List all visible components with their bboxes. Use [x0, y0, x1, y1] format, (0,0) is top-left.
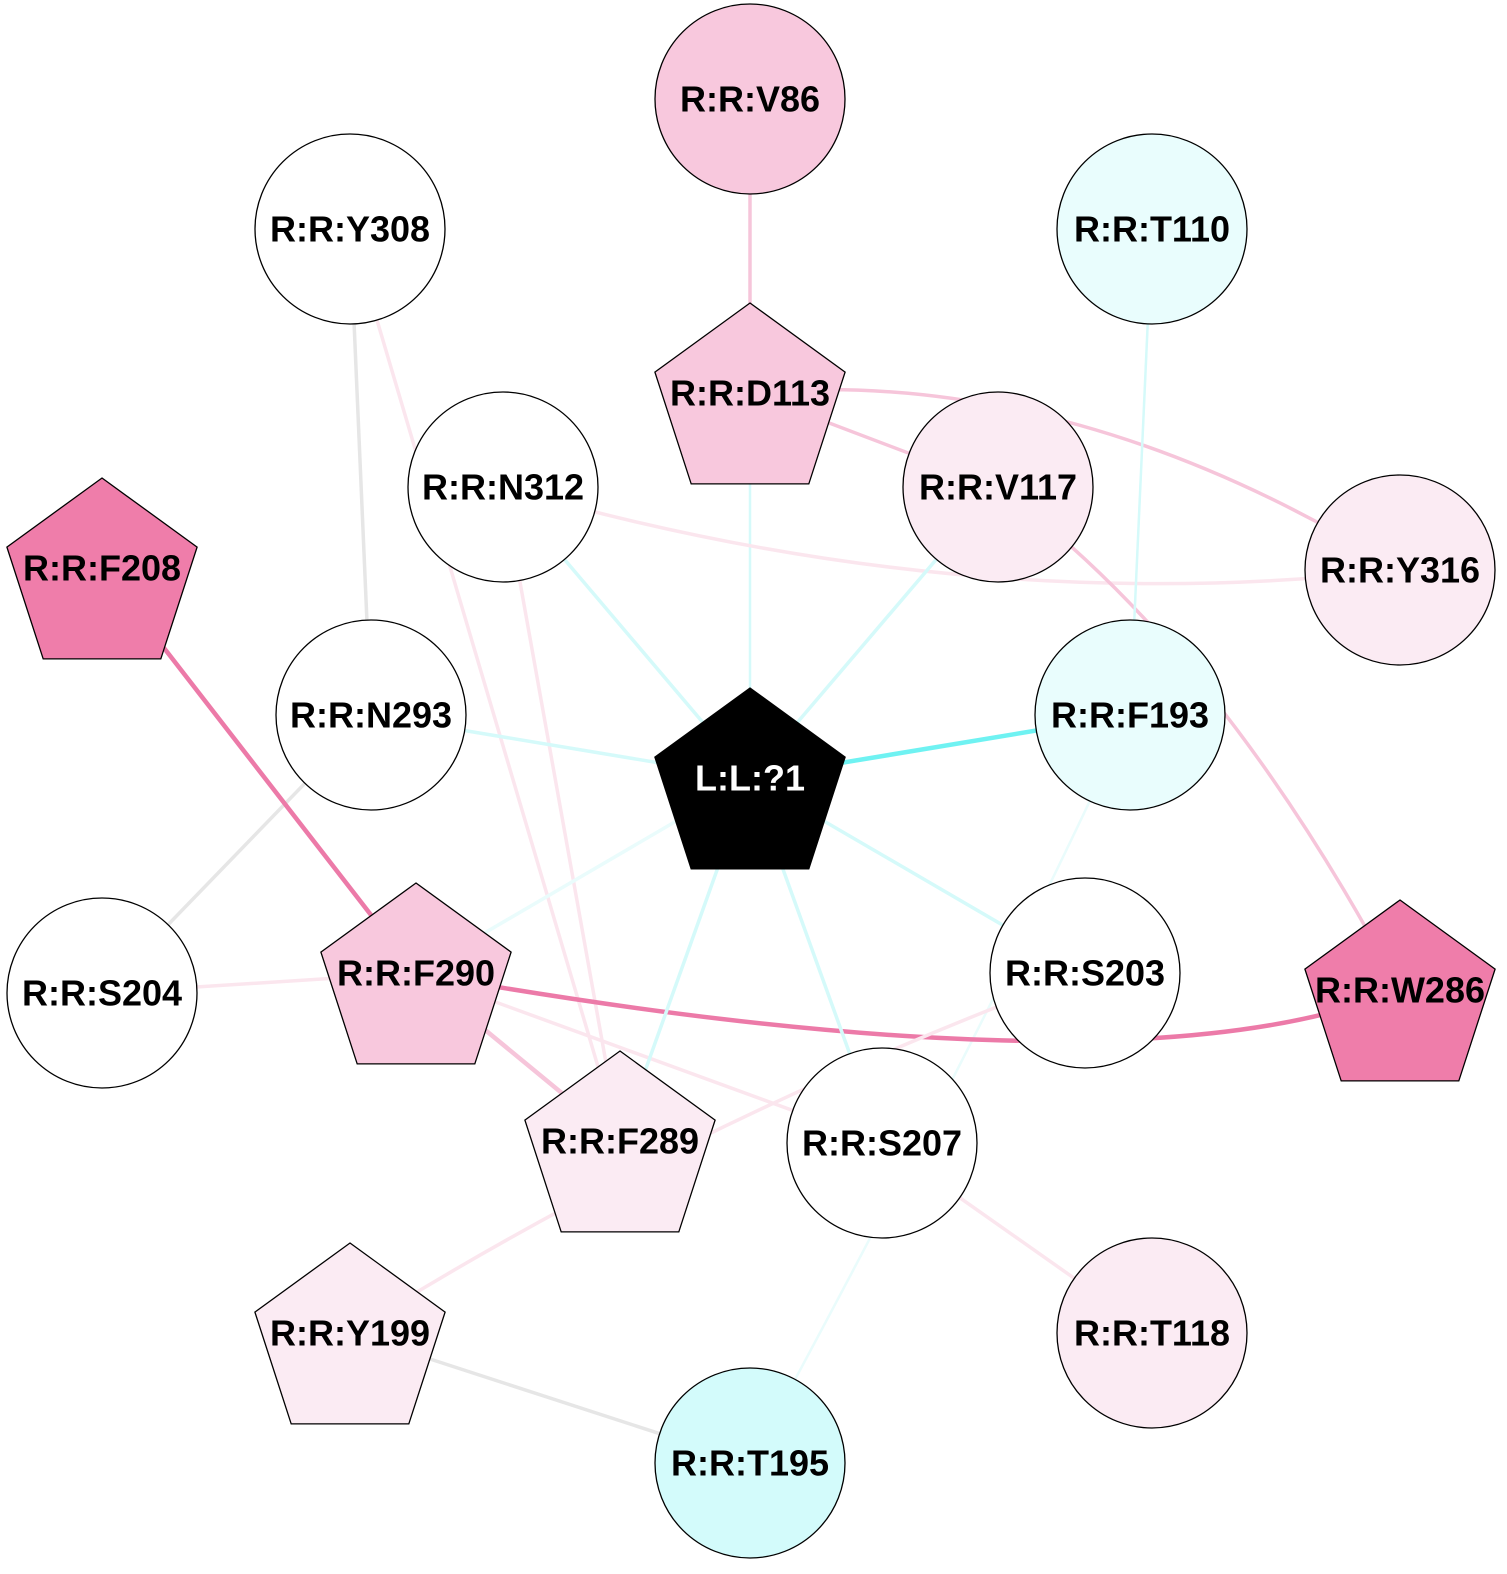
node-label-r-r-n293: R:R:N293 — [290, 695, 452, 736]
edge-r-r-f290-r-r-w286 — [413, 970, 1403, 1044]
node-label-r-r-v86: R:R:V86 — [680, 79, 820, 120]
node-r-r-s203[interactable]: R:R:S203 — [989, 877, 1181, 1069]
node-shape-r-r-s203 — [989, 877, 1181, 1069]
node-shape-l-l-1 — [654, 687, 846, 870]
node-r-r-y199[interactable]: R:R:Y199 — [254, 1242, 446, 1425]
node-label-l-l-1: L:L:?1 — [695, 758, 805, 799]
node-r-r-f289[interactable]: R:R:F289 — [524, 1050, 716, 1233]
node-shape-r-r-f289 — [524, 1050, 716, 1233]
node-label-r-r-t110: R:R:T110 — [1074, 209, 1230, 250]
node-label-r-r-t118: R:R:T118 — [1074, 1313, 1230, 1354]
node-r-r-y316[interactable]: R:R:Y316 — [1304, 474, 1496, 666]
node-r-r-d113[interactable]: R:R:D113 — [654, 302, 846, 485]
node-shape-r-r-s207 — [786, 1047, 978, 1239]
node-label-r-r-f208: R:R:F208 — [23, 548, 181, 589]
node-label-r-r-y316: R:R:Y316 — [1320, 550, 1480, 591]
node-label-r-r-y308: R:R:Y308 — [270, 209, 430, 250]
node-r-r-f208[interactable]: R:R:F208 — [6, 477, 198, 660]
node-shape-r-r-d113 — [654, 302, 846, 485]
node-shape-r-r-t118 — [1056, 1237, 1248, 1429]
edge-r-r-y308-r-r-f289 — [348, 227, 622, 1143]
node-l-l-1[interactable]: L:L:?1 — [654, 687, 846, 870]
node-r-r-t110[interactable]: R:R:T110 — [1056, 133, 1248, 325]
node-label-r-r-s207: R:R:S207 — [802, 1123, 962, 1164]
node-r-r-n293[interactable]: R:R:N293 — [275, 619, 467, 811]
node-label-r-r-f289: R:R:F289 — [541, 1121, 699, 1162]
node-label-r-r-f290: R:R:F290 — [337, 953, 495, 994]
node-shape-r-r-t110 — [1056, 133, 1248, 325]
node-shape-r-r-y308 — [254, 133, 446, 325]
edge-r-r-f193-r-r-t195 — [748, 713, 1132, 1465]
node-shape-r-r-s204 — [6, 897, 198, 1089]
edge-r-r-n312-r-r-f289 — [501, 485, 622, 1143]
node-label-r-r-v117: R:R:V117 — [919, 467, 1077, 508]
node-label-r-r-f193: R:R:F193 — [1051, 695, 1209, 736]
node-r-r-s207[interactable]: R:R:S207 — [786, 1047, 978, 1239]
node-shape-r-r-f290 — [320, 882, 512, 1065]
node-shape-r-r-t195 — [654, 1367, 846, 1559]
node-r-r-s204[interactable]: R:R:S204 — [6, 897, 198, 1089]
node-r-r-t195[interactable]: R:R:T195 — [654, 1367, 846, 1559]
node-shape-r-r-w286 — [1304, 899, 1496, 1082]
node-shape-r-r-n293 — [275, 619, 467, 811]
node-label-r-r-n312: R:R:N312 — [422, 467, 584, 508]
node-label-r-r-s203: R:R:S203 — [1005, 953, 1165, 994]
node-r-r-f290[interactable]: R:R:F290 — [320, 882, 512, 1065]
node-shape-r-r-v117 — [902, 391, 1094, 583]
node-label-r-r-d113: R:R:D113 — [670, 373, 830, 414]
node-label-r-r-s204: R:R:S204 — [22, 973, 182, 1014]
edge-r-r-d113-r-r-y316 — [748, 387, 1402, 572]
node-shape-r-r-v86 — [654, 3, 846, 195]
node-r-r-v117[interactable]: R:R:V117 — [902, 391, 1094, 583]
node-r-r-w286[interactable]: R:R:W286 — [1304, 899, 1496, 1082]
node-shape-r-r-n312 — [407, 391, 599, 583]
node-label-r-r-t195: R:R:T195 — [671, 1443, 829, 1484]
node-shape-r-r-y199 — [254, 1242, 446, 1425]
edge-r-r-n312-r-r-y316 — [501, 485, 1402, 586]
node-r-r-v86[interactable]: R:R:V86 — [654, 3, 846, 195]
node-shape-r-r-f193 — [1034, 619, 1226, 811]
node-r-r-f193[interactable]: R:R:F193 — [1034, 619, 1226, 811]
node-label-r-r-w286: R:R:W286 — [1315, 970, 1485, 1011]
node-r-r-y308[interactable]: R:R:Y308 — [254, 133, 446, 325]
node-label-r-r-y199: R:R:Y199 — [270, 1313, 430, 1354]
node-r-r-n312[interactable]: R:R:N312 — [407, 391, 599, 583]
node-r-r-t118[interactable]: R:R:T118 — [1056, 1237, 1248, 1429]
node-shape-r-r-f208 — [6, 477, 198, 660]
node-shape-r-r-y316 — [1304, 474, 1496, 666]
